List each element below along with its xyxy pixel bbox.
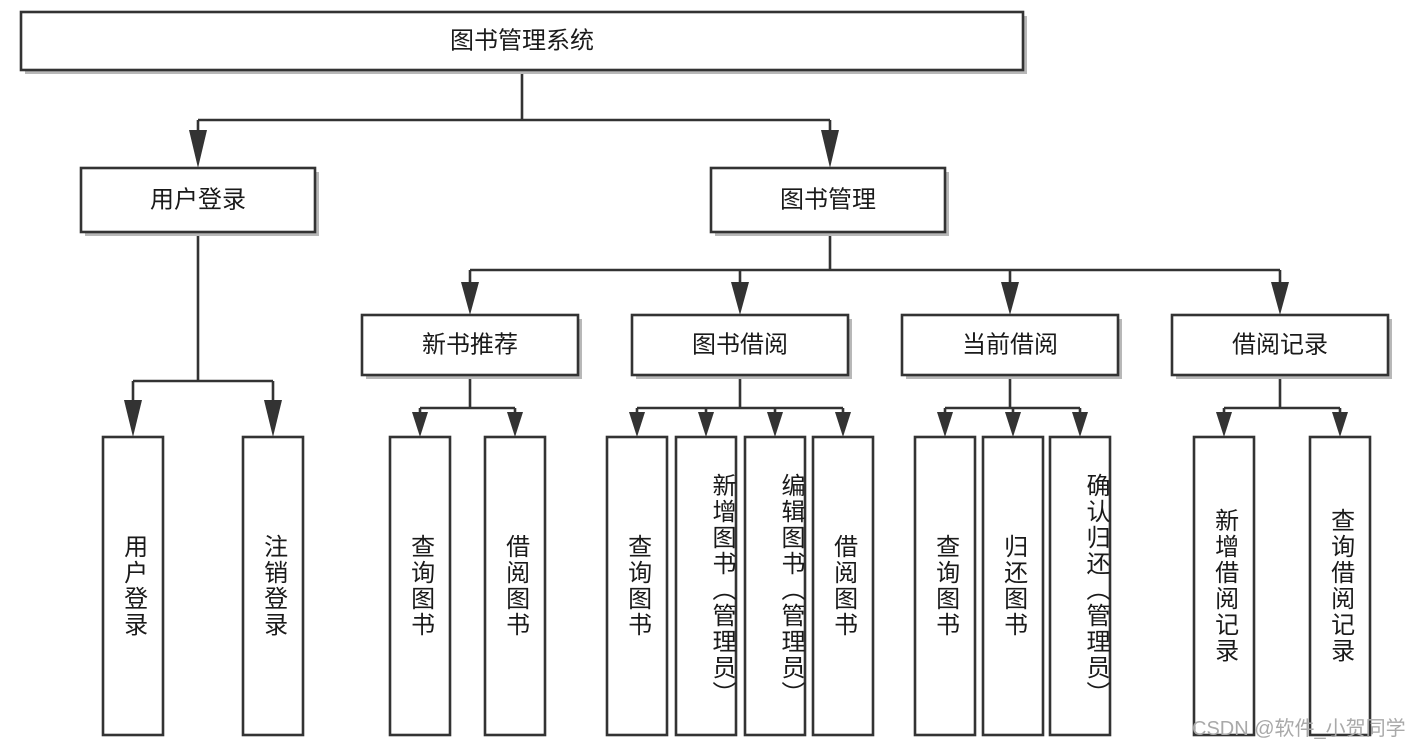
arrow-head-leaf-query-book-1 bbox=[412, 412, 428, 437]
root-box[interactable] bbox=[19, 10, 1025, 72]
node-book-borrow[interactable]: 图书借阅 bbox=[630, 313, 852, 379]
leaf-query-record-box[interactable] bbox=[1308, 435, 1372, 737]
arrow-head-leaf-user-login bbox=[124, 400, 142, 437]
user-login-box[interactable] bbox=[79, 166, 317, 234]
borrow-record-label: 借阅记录 bbox=[1232, 331, 1328, 358]
arrow-head-user-login bbox=[189, 130, 207, 168]
arrow-head-leaf-user-logout bbox=[264, 400, 282, 437]
node-book-manage[interactable]: 图书管理 bbox=[709, 166, 949, 236]
node-root[interactable]: 图书管理系统 bbox=[19, 10, 1027, 74]
leaf-confirm-return-box[interactable] bbox=[1048, 435, 1112, 737]
borrow-record-box[interactable] bbox=[1170, 313, 1390, 377]
arrow-head-current-borrow bbox=[1001, 282, 1019, 315]
book-borrow-box[interactable] bbox=[630, 313, 850, 377]
leaf-add-book-box[interactable] bbox=[674, 435, 738, 737]
arrow-head-leaf-edit-book bbox=[767, 412, 783, 437]
leaf-boxes-layer bbox=[101, 435, 1372, 737]
user-login-label: 用户登录 bbox=[150, 186, 246, 213]
arrow-head-leaf-confirm-return bbox=[1072, 412, 1088, 437]
arrow-head-leaf-return-book bbox=[1005, 412, 1021, 437]
leaf-return-book-box[interactable] bbox=[981, 435, 1045, 737]
node-borrow-record[interactable]: 借阅记录 bbox=[1170, 313, 1392, 379]
arrow-head-borrow-record bbox=[1271, 282, 1289, 315]
current-borrow-label: 当前借阅 bbox=[962, 331, 1058, 358]
connectors-layer bbox=[124, 70, 1348, 437]
leaf-add-record-box[interactable] bbox=[1192, 435, 1256, 737]
arrow-head-leaf-borrow-book-1 bbox=[507, 412, 523, 437]
leaf-borrow-book-2-box[interactable] bbox=[811, 435, 875, 737]
node-new-book-recommend[interactable]: 新书推荐 bbox=[360, 313, 582, 379]
leaf-borrow-book-1-box[interactable] bbox=[483, 435, 547, 737]
leaf-user-logout-box[interactable] bbox=[241, 435, 305, 737]
new-book-recommend-label: 新书推荐 bbox=[422, 331, 518, 358]
book-manage-label: 图书管理 bbox=[780, 186, 876, 213]
book-manage-box[interactable] bbox=[709, 166, 947, 234]
arrow-head-new-book-recommend bbox=[461, 282, 479, 315]
leaf-query-book-1-box[interactable] bbox=[388, 435, 452, 737]
leaf-query-book-2-box[interactable] bbox=[605, 435, 669, 737]
arrow-head-leaf-query-book-2 bbox=[629, 412, 645, 437]
node-user-login[interactable]: 用户登录 bbox=[79, 166, 319, 236]
csdn-watermark: CSDN @软件_小贺同学 bbox=[1192, 718, 1405, 740]
node-current-borrow[interactable]: 当前借阅 bbox=[900, 313, 1122, 379]
book-borrow-label: 图书借阅 bbox=[692, 331, 788, 358]
arrow-head-leaf-borrow-book-2 bbox=[835, 412, 851, 437]
arrow-head-book-manage bbox=[821, 130, 839, 168]
root-label: 图书管理系统 bbox=[450, 27, 594, 54]
new-book-recommend-box[interactable] bbox=[360, 313, 580, 377]
current-borrow-box[interactable] bbox=[900, 313, 1120, 377]
arrow-head-leaf-query-record bbox=[1332, 412, 1348, 437]
leaf-query-book-3-box[interactable] bbox=[913, 435, 977, 737]
leaf-user-login-box[interactable] bbox=[101, 435, 165, 737]
arrow-head-leaf-add-book bbox=[698, 412, 714, 437]
arrow-head-leaf-add-record bbox=[1216, 412, 1232, 437]
arrow-head-leaf-query-book-3 bbox=[937, 412, 953, 437]
arrow-head-book-borrow bbox=[731, 282, 749, 315]
leaf-edit-book-box[interactable] bbox=[743, 435, 807, 737]
